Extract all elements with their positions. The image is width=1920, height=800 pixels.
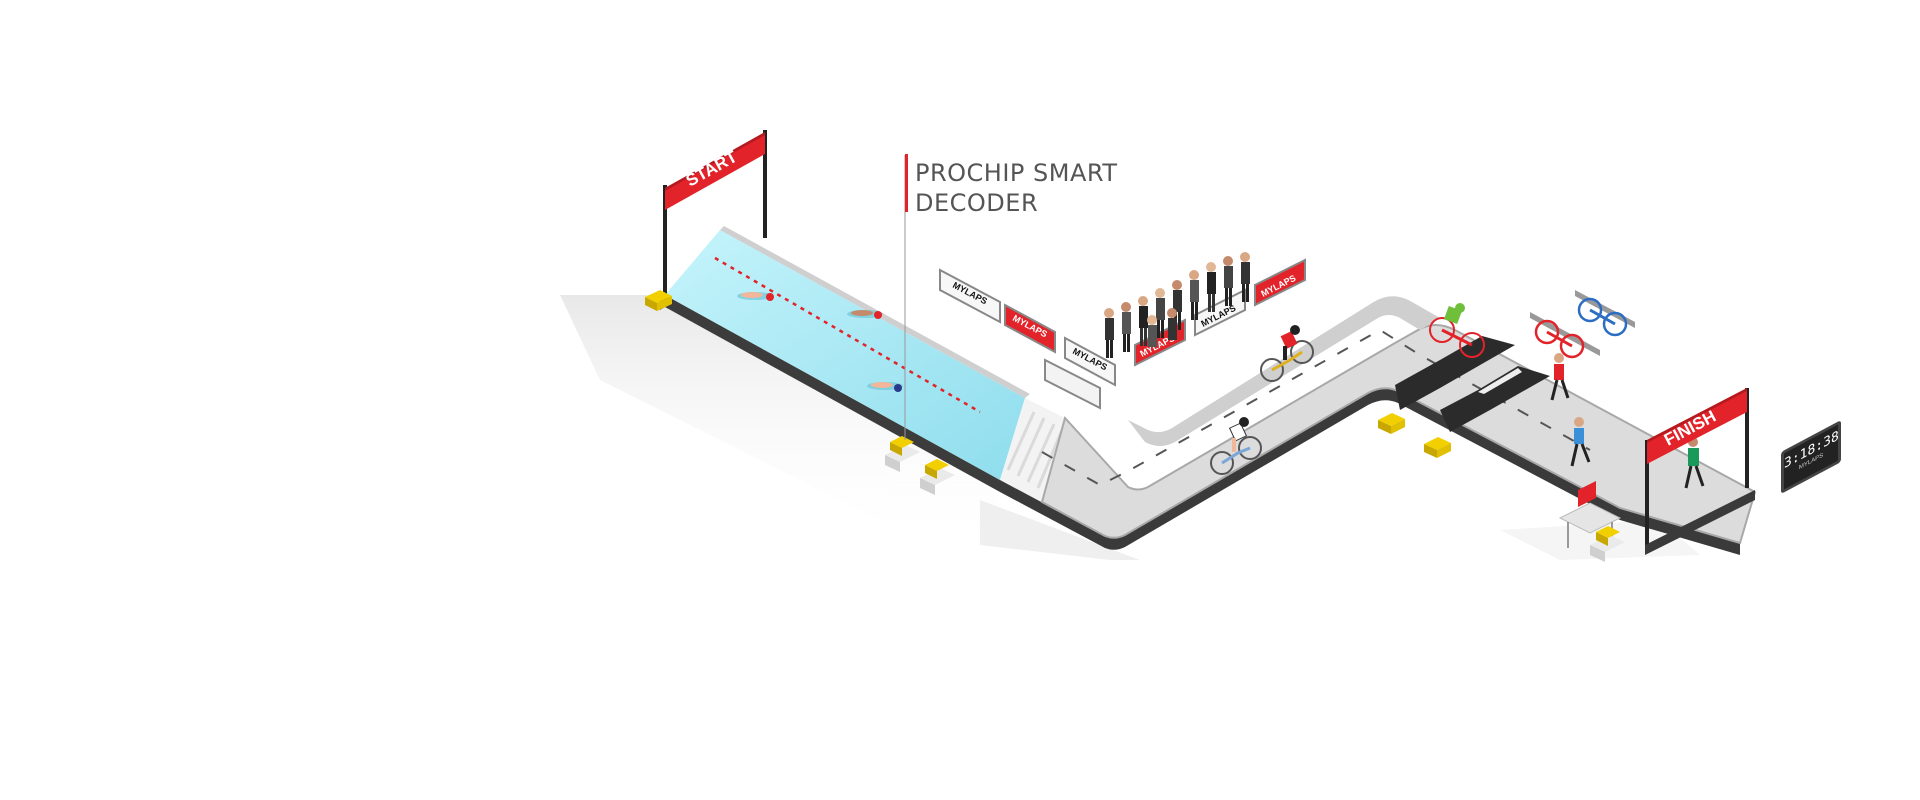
swimmer-icon (737, 292, 774, 301)
prochip-callout: PROCHIP SMART DECODER (905, 154, 1118, 218)
cyclist-icon (1260, 325, 1314, 382)
runner-icon (1570, 417, 1591, 467)
decoder-box-icon (920, 459, 955, 495)
lane-rope (714, 256, 981, 414)
swimmer-icon (847, 310, 883, 319)
spectator-icon (1104, 252, 1250, 358)
start-arch (663, 130, 767, 300)
runner-icon (1550, 353, 1570, 401)
decoder-box-icon (885, 436, 920, 472)
callout-accent-bar (905, 154, 908, 212)
bike-rack-icon (1530, 290, 1635, 359)
callout-title-line2: DECODER (915, 189, 1039, 217)
finish-platform (1645, 490, 1755, 555)
finish-arch (1645, 388, 1749, 550)
decoder-box-icon (645, 290, 672, 311)
decoder-box-icon (1590, 526, 1625, 562)
cyclist-icon (1429, 303, 1485, 358)
timing-mat (1395, 336, 1550, 432)
decoder-box-icon (1378, 413, 1405, 434)
barrier-fence (939, 258, 1306, 410)
cyclist-icon (1210, 417, 1262, 475)
callout-title-line1: PROCHIP SMART (915, 159, 1118, 187)
decoder-box-icon (1424, 437, 1451, 458)
swimmer-icon (867, 382, 903, 392)
